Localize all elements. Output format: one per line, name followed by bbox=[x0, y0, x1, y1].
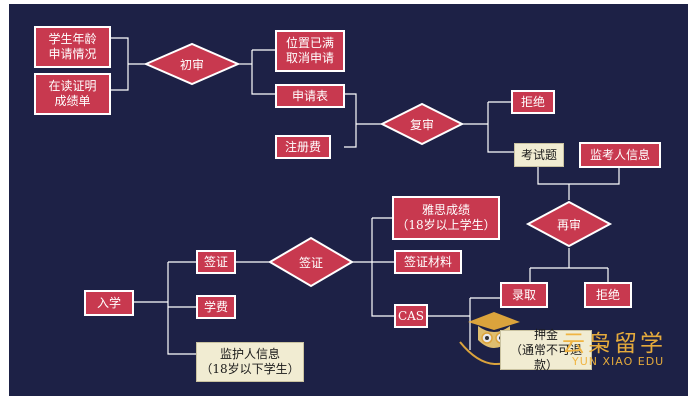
re-review-label: 再审 bbox=[556, 217, 581, 232]
second-review-diamond bbox=[379, 102, 465, 146]
node-admit: 录取 bbox=[500, 282, 548, 308]
first-review-diamond bbox=[143, 42, 241, 86]
node-guardian-label: 监护人信息 （18岁以下学生） bbox=[200, 347, 300, 376]
node-visa: 签证 bbox=[196, 250, 236, 274]
node-enroll-label: 入学 bbox=[96, 295, 121, 310]
node-application-form: 申请表 bbox=[275, 84, 345, 108]
re-review-diamond bbox=[525, 200, 613, 248]
node-study-certificate-label: 在读证明 成绩单 bbox=[48, 79, 97, 108]
watermark-chinese: 云枭留学 bbox=[562, 331, 666, 357]
node-reject-1: 拒绝 bbox=[511, 90, 555, 114]
node-registration-fee-label: 注册费 bbox=[284, 139, 321, 154]
node-exam-label: 考试题 bbox=[520, 147, 557, 162]
node-study-certificate: 在读证明 成绩单 bbox=[34, 73, 111, 115]
node-invigilator: 监考人信息 bbox=[579, 142, 661, 168]
node-admit-label: 录取 bbox=[511, 287, 536, 302]
node-tuition-label: 学费 bbox=[203, 299, 228, 314]
node-visa-materials-label: 签证材料 bbox=[403, 254, 452, 269]
connector-to-exam bbox=[487, 102, 514, 153]
node-position-full: 位置已满 取消申请 bbox=[275, 30, 345, 72]
node-visa-label: 签证 bbox=[203, 254, 228, 269]
node-tuition: 学费 bbox=[196, 295, 236, 319]
node-student-age-label: 学生年龄 申请情况 bbox=[48, 32, 97, 61]
connector-exam-invig bbox=[537, 166, 620, 185]
node-enroll: 入学 bbox=[84, 290, 134, 316]
connector-enroll-bar bbox=[167, 262, 196, 355]
connector-form-fee bbox=[344, 93, 357, 148]
node-cas-label: CAS bbox=[397, 308, 425, 323]
node-reject-2-label: 拒绝 bbox=[595, 287, 620, 302]
node-deposit: 押金 （通常不可退款） bbox=[500, 327, 592, 372]
visa-center-label: 签证 bbox=[298, 255, 323, 270]
node-application-form-label: 申请表 bbox=[291, 88, 328, 103]
watermark-english: YUN XIAO EDU bbox=[572, 355, 665, 368]
node-guardian: 监护人信息 （18岁以下学生） bbox=[196, 342, 304, 382]
connector-to-form bbox=[251, 50, 276, 95]
second-review-label: 复审 bbox=[409, 117, 434, 132]
node-ielts-label: 雅思成绩 （18岁以上学生） bbox=[396, 203, 496, 232]
node-invigilator-label: 监考人信息 bbox=[589, 147, 650, 162]
node-deposit-label: 押金 （通常不可退款） bbox=[509, 327, 582, 372]
connector-center-bar bbox=[371, 218, 394, 317]
node-reject-1-label: 拒绝 bbox=[520, 94, 545, 109]
connector-inputs-to-first-review bbox=[110, 37, 129, 91]
node-visa-materials: 签证材料 bbox=[394, 250, 462, 274]
node-exam: 考试题 bbox=[514, 143, 564, 167]
visa-center-diamond bbox=[268, 236, 354, 288]
first-review-label: 初审 bbox=[179, 57, 204, 72]
node-student-age: 学生年龄 申请情况 bbox=[34, 26, 111, 68]
node-position-full-label: 位置已满 取消申请 bbox=[285, 36, 334, 65]
node-ielts: 雅思成绩 （18岁以上学生） bbox=[392, 196, 500, 240]
node-cas: CAS bbox=[394, 304, 428, 328]
node-registration-fee: 注册费 bbox=[275, 135, 331, 159]
node-reject-2: 拒绝 bbox=[584, 282, 632, 308]
